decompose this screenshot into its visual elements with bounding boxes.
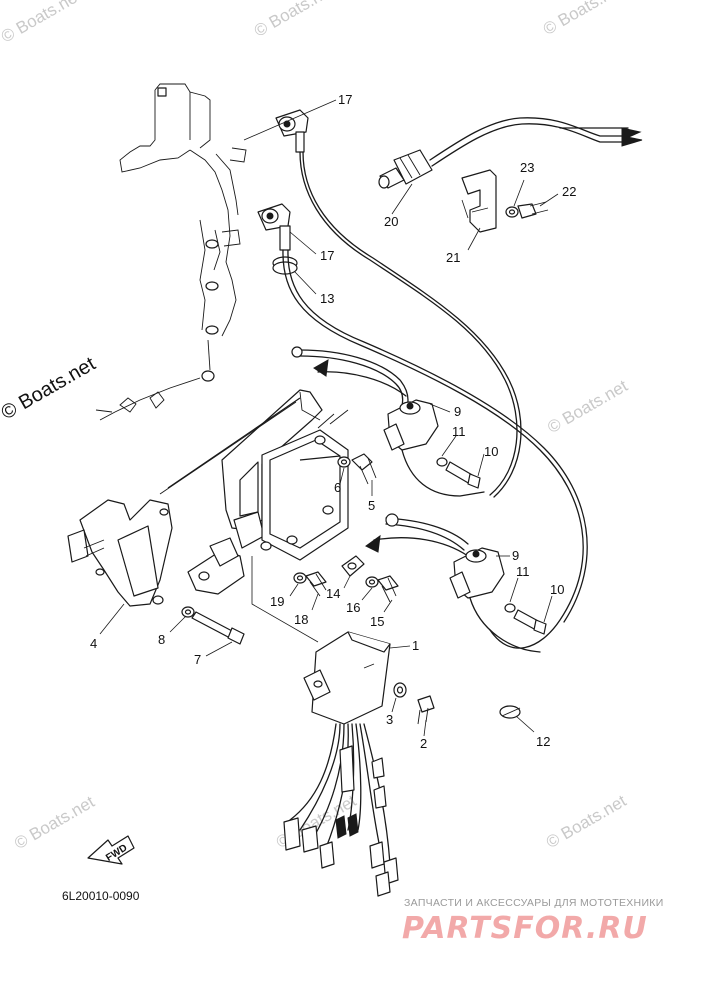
engine-block-outline (95, 83, 247, 421)
washer-23 (505, 206, 519, 218)
clamp-12 (499, 705, 521, 719)
bolt-15 (377, 575, 399, 603)
callout-11-upper: 11 (452, 424, 466, 439)
callout-6: 6 (334, 480, 341, 495)
watermark-right-mid: © Boats.net (544, 376, 631, 437)
ht-lead-lower-inner (287, 249, 588, 623)
clip-14 (341, 555, 365, 577)
callout-21: 21 (446, 250, 460, 265)
cdi-wiring-harness (283, 723, 399, 897)
watermark-main: © Boats.net (0, 353, 100, 425)
ht-lead-lower (282, 249, 584, 649)
callout-23: 23 (520, 160, 534, 175)
callout-19: 19 (270, 594, 284, 609)
callout-5: 5 (368, 498, 375, 513)
callout-20: 20 (384, 214, 398, 229)
bolt-7 (191, 611, 245, 645)
callout-15: 15 (370, 614, 384, 629)
callout-17-upper: 17 (338, 92, 352, 107)
callout-2: 2 (420, 736, 427, 751)
callout-9-upper: 9 (454, 404, 461, 419)
callout-9-lower: 9 (512, 548, 519, 563)
callout-16: 16 (346, 600, 360, 615)
callout-1: 1 (412, 638, 419, 653)
ht-lead-upper (299, 151, 518, 496)
ignition-coil-upper-9 (291, 346, 485, 497)
bolt-22 (517, 201, 549, 219)
callout-4: 4 (90, 636, 97, 651)
callout-8: 8 (158, 632, 165, 647)
cdi-unit-1 (303, 631, 391, 725)
watermark-bottom-left: © Boats.net (11, 792, 98, 853)
callout-10-lower: 10 (550, 582, 564, 597)
ignition-coil-lower-9 (365, 513, 547, 653)
watermark-top-mid: © Boats.net (251, 0, 338, 41)
grommet-13 (272, 256, 298, 275)
fwd-arrow-icon: FWD (87, 835, 135, 865)
callout-18: 18 (294, 612, 308, 627)
washer-6 (337, 456, 351, 468)
bolt-5 (351, 453, 377, 485)
bracket-21 (461, 169, 497, 233)
callout-12: 12 (536, 734, 550, 749)
callout-7: 7 (194, 652, 201, 667)
ht-lead-upper-inner (302, 151, 522, 498)
plug-cap-lower (257, 203, 291, 251)
watermark-bottom-right: © Boats.net (543, 791, 630, 852)
callout-17-lower: 17 (320, 248, 334, 263)
callout-13: 13 (320, 291, 334, 306)
thermo-switch-20 (378, 117, 643, 189)
module-frame (260, 409, 349, 561)
washer-3 (393, 682, 407, 698)
callout-labels: 17 17 13 20 21 22 23 9 11 10 6 5 9 11 10… (90, 92, 576, 751)
plug-cap-upper (275, 109, 309, 153)
watermark-top-left: © Boats.net (0, 0, 85, 47)
bolt-2 (417, 695, 435, 725)
callout-3: 3 (386, 712, 393, 727)
rectifier-4 (67, 499, 173, 607)
diagram-code: 6L20010-0090 (62, 889, 140, 903)
callout-10-upper: 10 (484, 444, 498, 459)
washer-8 (181, 606, 195, 618)
callout-14: 14 (326, 586, 340, 601)
callout-22: 22 (562, 184, 576, 199)
leader-lines (99, 99, 559, 737)
watermark-top-right: © Boats.net (540, 0, 627, 39)
callout-11-lower: 11 (516, 564, 530, 579)
washer-16 (365, 576, 379, 588)
shop-logo: PARTSFOR.RU (402, 911, 648, 946)
bolt-18 (305, 571, 327, 597)
washer-19 (293, 572, 307, 584)
shop-tagline: ЗАПЧАСТИ И АКСЕССУАРЫ ДЛЯ МОТОТЕХНИКИ (404, 897, 664, 909)
